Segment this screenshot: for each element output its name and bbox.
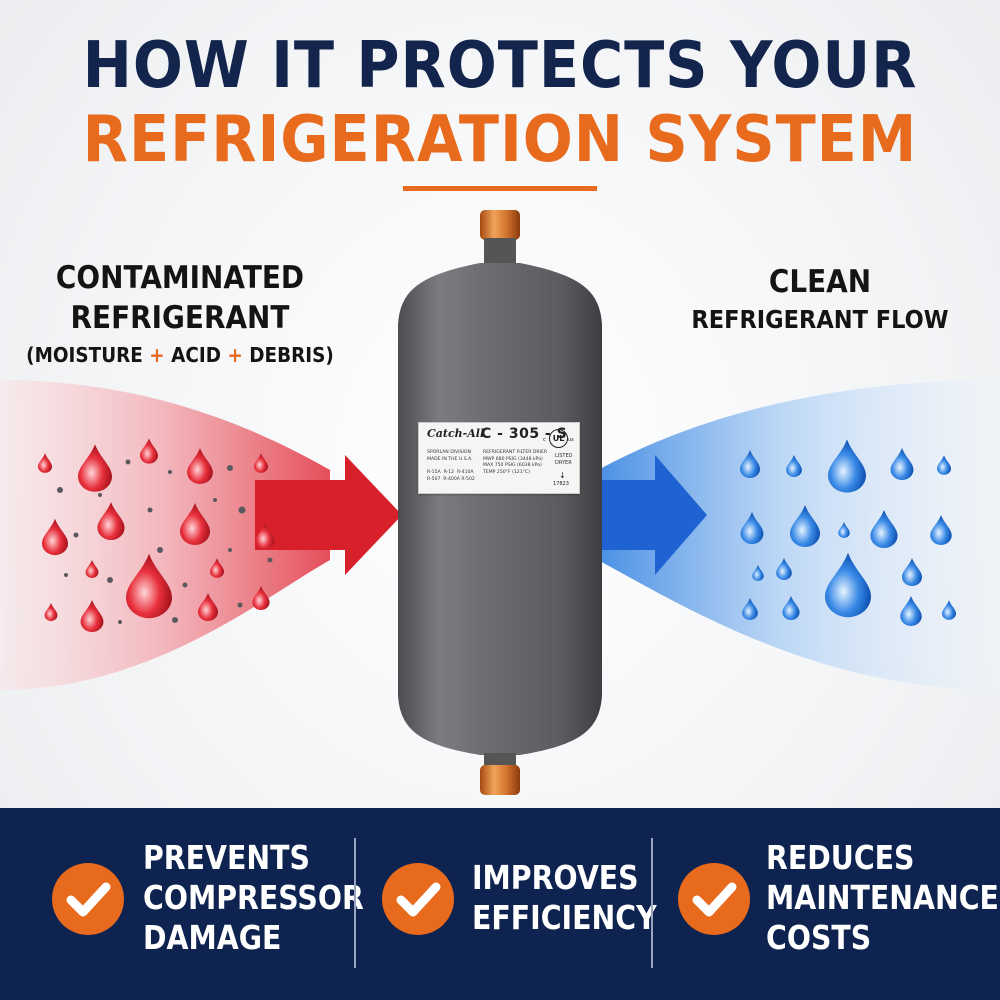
benefit-line: MAINTENANCE: [766, 878, 999, 917]
blue-flow-arrow: [598, 455, 707, 575]
headline-line-1: HOW IT PROTECTS YOUR: [82, 29, 918, 103]
drier-body: [398, 263, 602, 755]
red-flow-arrow: [255, 455, 402, 575]
contaminant-acid: ACID: [171, 343, 221, 367]
ul-c-text: c: [543, 437, 546, 443]
brand-logo: Catch-All: [427, 427, 485, 440]
flow-direction-arrow-icon: ↓: [559, 471, 566, 480]
model-number: C - 305 - S: [481, 426, 568, 442]
check-icon: [52, 863, 124, 935]
benefit-divider: [354, 838, 356, 968]
check-icon: [678, 863, 750, 935]
benefit-divider: [651, 838, 653, 968]
check-icon: [382, 863, 454, 935]
plus-sign: +: [149, 343, 165, 367]
headline-line-2: REFRIGERATION SYSTEM: [82, 103, 918, 177]
contaminants-list: (MOISTURE + ACID + DEBRIS): [24, 340, 337, 370]
contaminated-line-2: REFRIGERANT: [70, 300, 290, 336]
filter-drier-image: [398, 210, 602, 795]
benefit-line: PREVENTS: [143, 838, 310, 877]
filter-label-plate: Catch-All C - 305 - S c UL us SPORLAN DI…: [418, 422, 580, 494]
bottom-fitting: [480, 765, 520, 795]
benefit-line: DAMAGE: [143, 918, 282, 957]
listed-text: LISTED DRYER: [555, 453, 573, 466]
benefit-line: REDUCES: [766, 838, 915, 877]
spec-text: REFRIGERANT FILTER DRIER MWP 680 PSIG (3…: [483, 450, 548, 475]
headline-underline: [403, 186, 597, 191]
benefit-line: COSTS: [766, 918, 872, 957]
dryer-number: 17823: [553, 481, 569, 487]
contaminated-label: CONTAMINATED REFRIGERANT (MOISTURE + ACI…: [10, 258, 350, 370]
contaminant-debris: DEBRIS): [249, 343, 334, 367]
clean-line-2: REFRIGERANT FLOW: [691, 305, 949, 334]
benefit-line: COMPRESSOR: [143, 878, 364, 917]
contaminated-stream: [0, 380, 330, 690]
benefit-line: EFFICIENCY: [472, 898, 657, 937]
ul-logo: UL: [549, 429, 568, 448]
refrigerants-text: R-15A R-12 R-410A R-507 R-400A R-502: [427, 470, 475, 482]
clean-line-1: CLEAN: [768, 264, 872, 300]
ul-us-text: us: [568, 437, 574, 443]
manufacturer-text: SPORLAN DIVISION MADE IN THE U.S.A.: [427, 450, 473, 462]
contaminant-moisture: (MOISTURE: [26, 343, 143, 367]
debris-particles: [57, 459, 273, 624]
clean-label: CLEAN REFRIGERANT FLOW: [640, 262, 1000, 338]
benefit-line: IMPROVES: [472, 858, 639, 897]
top-fitting: [480, 210, 520, 240]
contaminated-line-1: CONTAMINATED: [55, 260, 305, 296]
refrigerant-flow-illustration: [0, 380, 1000, 690]
plus-sign: +: [227, 343, 243, 367]
